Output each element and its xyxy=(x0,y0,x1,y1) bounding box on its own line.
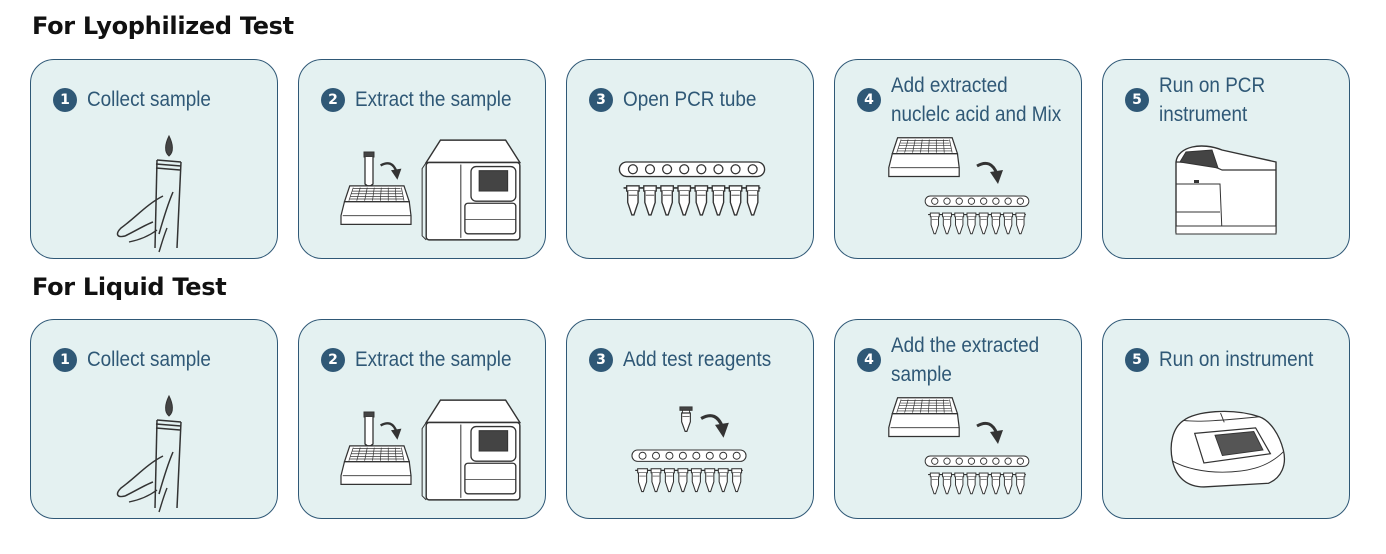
step-card-run-on-instrument: 5 Run on instrument xyxy=(1102,319,1350,519)
step-number-badge: 3 xyxy=(589,348,613,372)
step-label: Add extracted nuclelc acid and Mix xyxy=(891,74,1062,126)
lyophilized-steps-row: 1 Collect sample 2 Extract the sample 3 … xyxy=(30,59,1354,261)
dropper-hand-icon xyxy=(116,395,182,513)
step-card-extract-sample: 2 Extract the sample xyxy=(298,319,546,519)
step-number-badge: 1 xyxy=(53,88,77,112)
pcr-instrument-icon xyxy=(1175,145,1277,235)
step-number-badge: 4 xyxy=(857,88,881,112)
step-card-add-nucleic-acid: 4 Add extracted nuclelc acid and Mix xyxy=(834,59,1082,259)
step-card-add-extracted-sample: 4 Add the extracted sample xyxy=(834,319,1082,519)
step-card-collect-sample: 1 Collect sample xyxy=(30,319,278,519)
well-plate-transfer-icon xyxy=(888,397,1082,519)
step-label: Collect sample xyxy=(87,348,211,371)
step-number-badge: 4 xyxy=(857,348,881,372)
step-card-extract-sample: 2 Extract the sample xyxy=(298,59,546,259)
step-label: Collect sample xyxy=(87,88,211,111)
extraction-machine-icon xyxy=(340,399,521,501)
step-number-badge: 5 xyxy=(1125,348,1149,372)
step-card-open-pcr-tube: 3 Open PCR tube xyxy=(566,59,814,259)
portable-instrument-icon xyxy=(1170,410,1286,488)
step-card-run-pcr-instrument: 5 Run on PCR instrument xyxy=(1102,59,1350,259)
step-label: Add the extracted sample xyxy=(891,334,1040,386)
dropper-hand-icon xyxy=(116,135,182,253)
step-card-add-test-reagents: 3 Add test reagents xyxy=(566,319,814,519)
pcr-tube-strip-icon xyxy=(567,60,814,259)
step-number-badge: 2 xyxy=(321,348,345,372)
step-number-badge: 3 xyxy=(589,88,613,112)
step-label: Extract the sample xyxy=(355,348,512,371)
step-number-badge: 1 xyxy=(53,348,77,372)
section-title-liquid: For Liquid Test xyxy=(32,273,227,301)
step-label: Open PCR tube xyxy=(623,88,757,111)
step-label: Run on instrument xyxy=(1159,348,1314,371)
step-number-badge: 5 xyxy=(1125,88,1149,112)
step-number-badge: 2 xyxy=(321,88,345,112)
well-plate-transfer-icon xyxy=(888,137,1082,259)
step-label: Extract the sample xyxy=(355,88,512,111)
step-label: Add test reagents xyxy=(623,348,772,371)
reagent-tube-icon xyxy=(567,406,814,519)
step-card-collect-sample: 1 Collect sample xyxy=(30,59,278,259)
step-label: Run on PCR instrument xyxy=(1159,74,1266,126)
extraction-machine-icon xyxy=(340,139,521,241)
liquid-steps-row: 1 Collect sample 2 Extract the sample 3 … xyxy=(30,319,1354,521)
section-title-lyophilized: For Lyophilized Test xyxy=(32,12,294,40)
